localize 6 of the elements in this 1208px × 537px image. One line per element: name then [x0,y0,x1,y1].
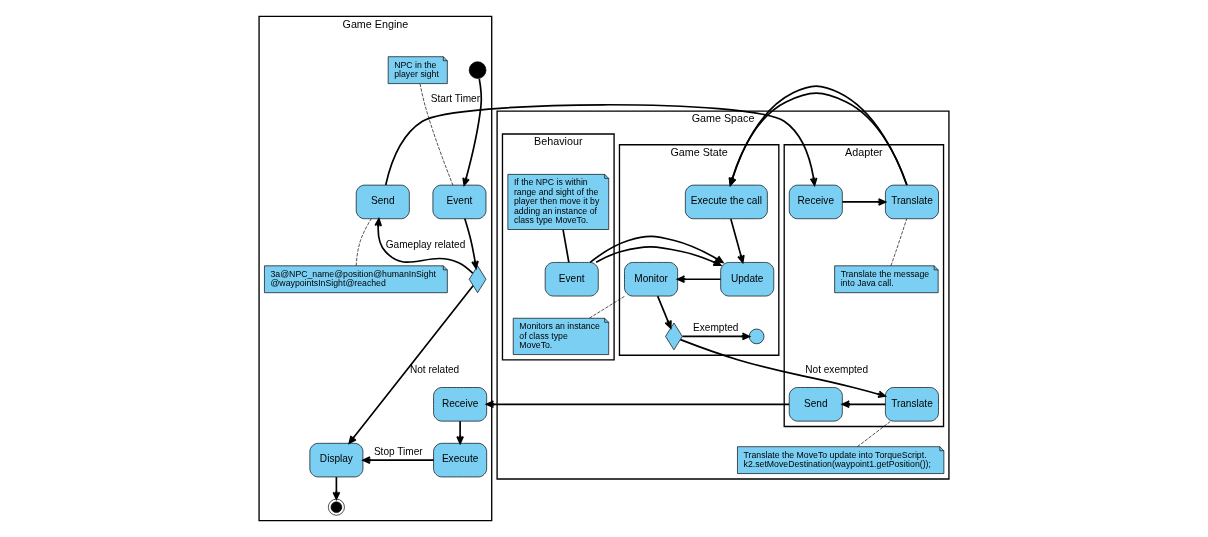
edge-label: Start Timer [430,93,481,105]
edge-label: Gameplay related [385,239,466,251]
edge-label: Not exempted [805,364,869,376]
edge-label: Not related [409,364,460,376]
edge-label: Exempted [693,322,739,334]
edge-label: Stop Timer [373,445,423,457]
